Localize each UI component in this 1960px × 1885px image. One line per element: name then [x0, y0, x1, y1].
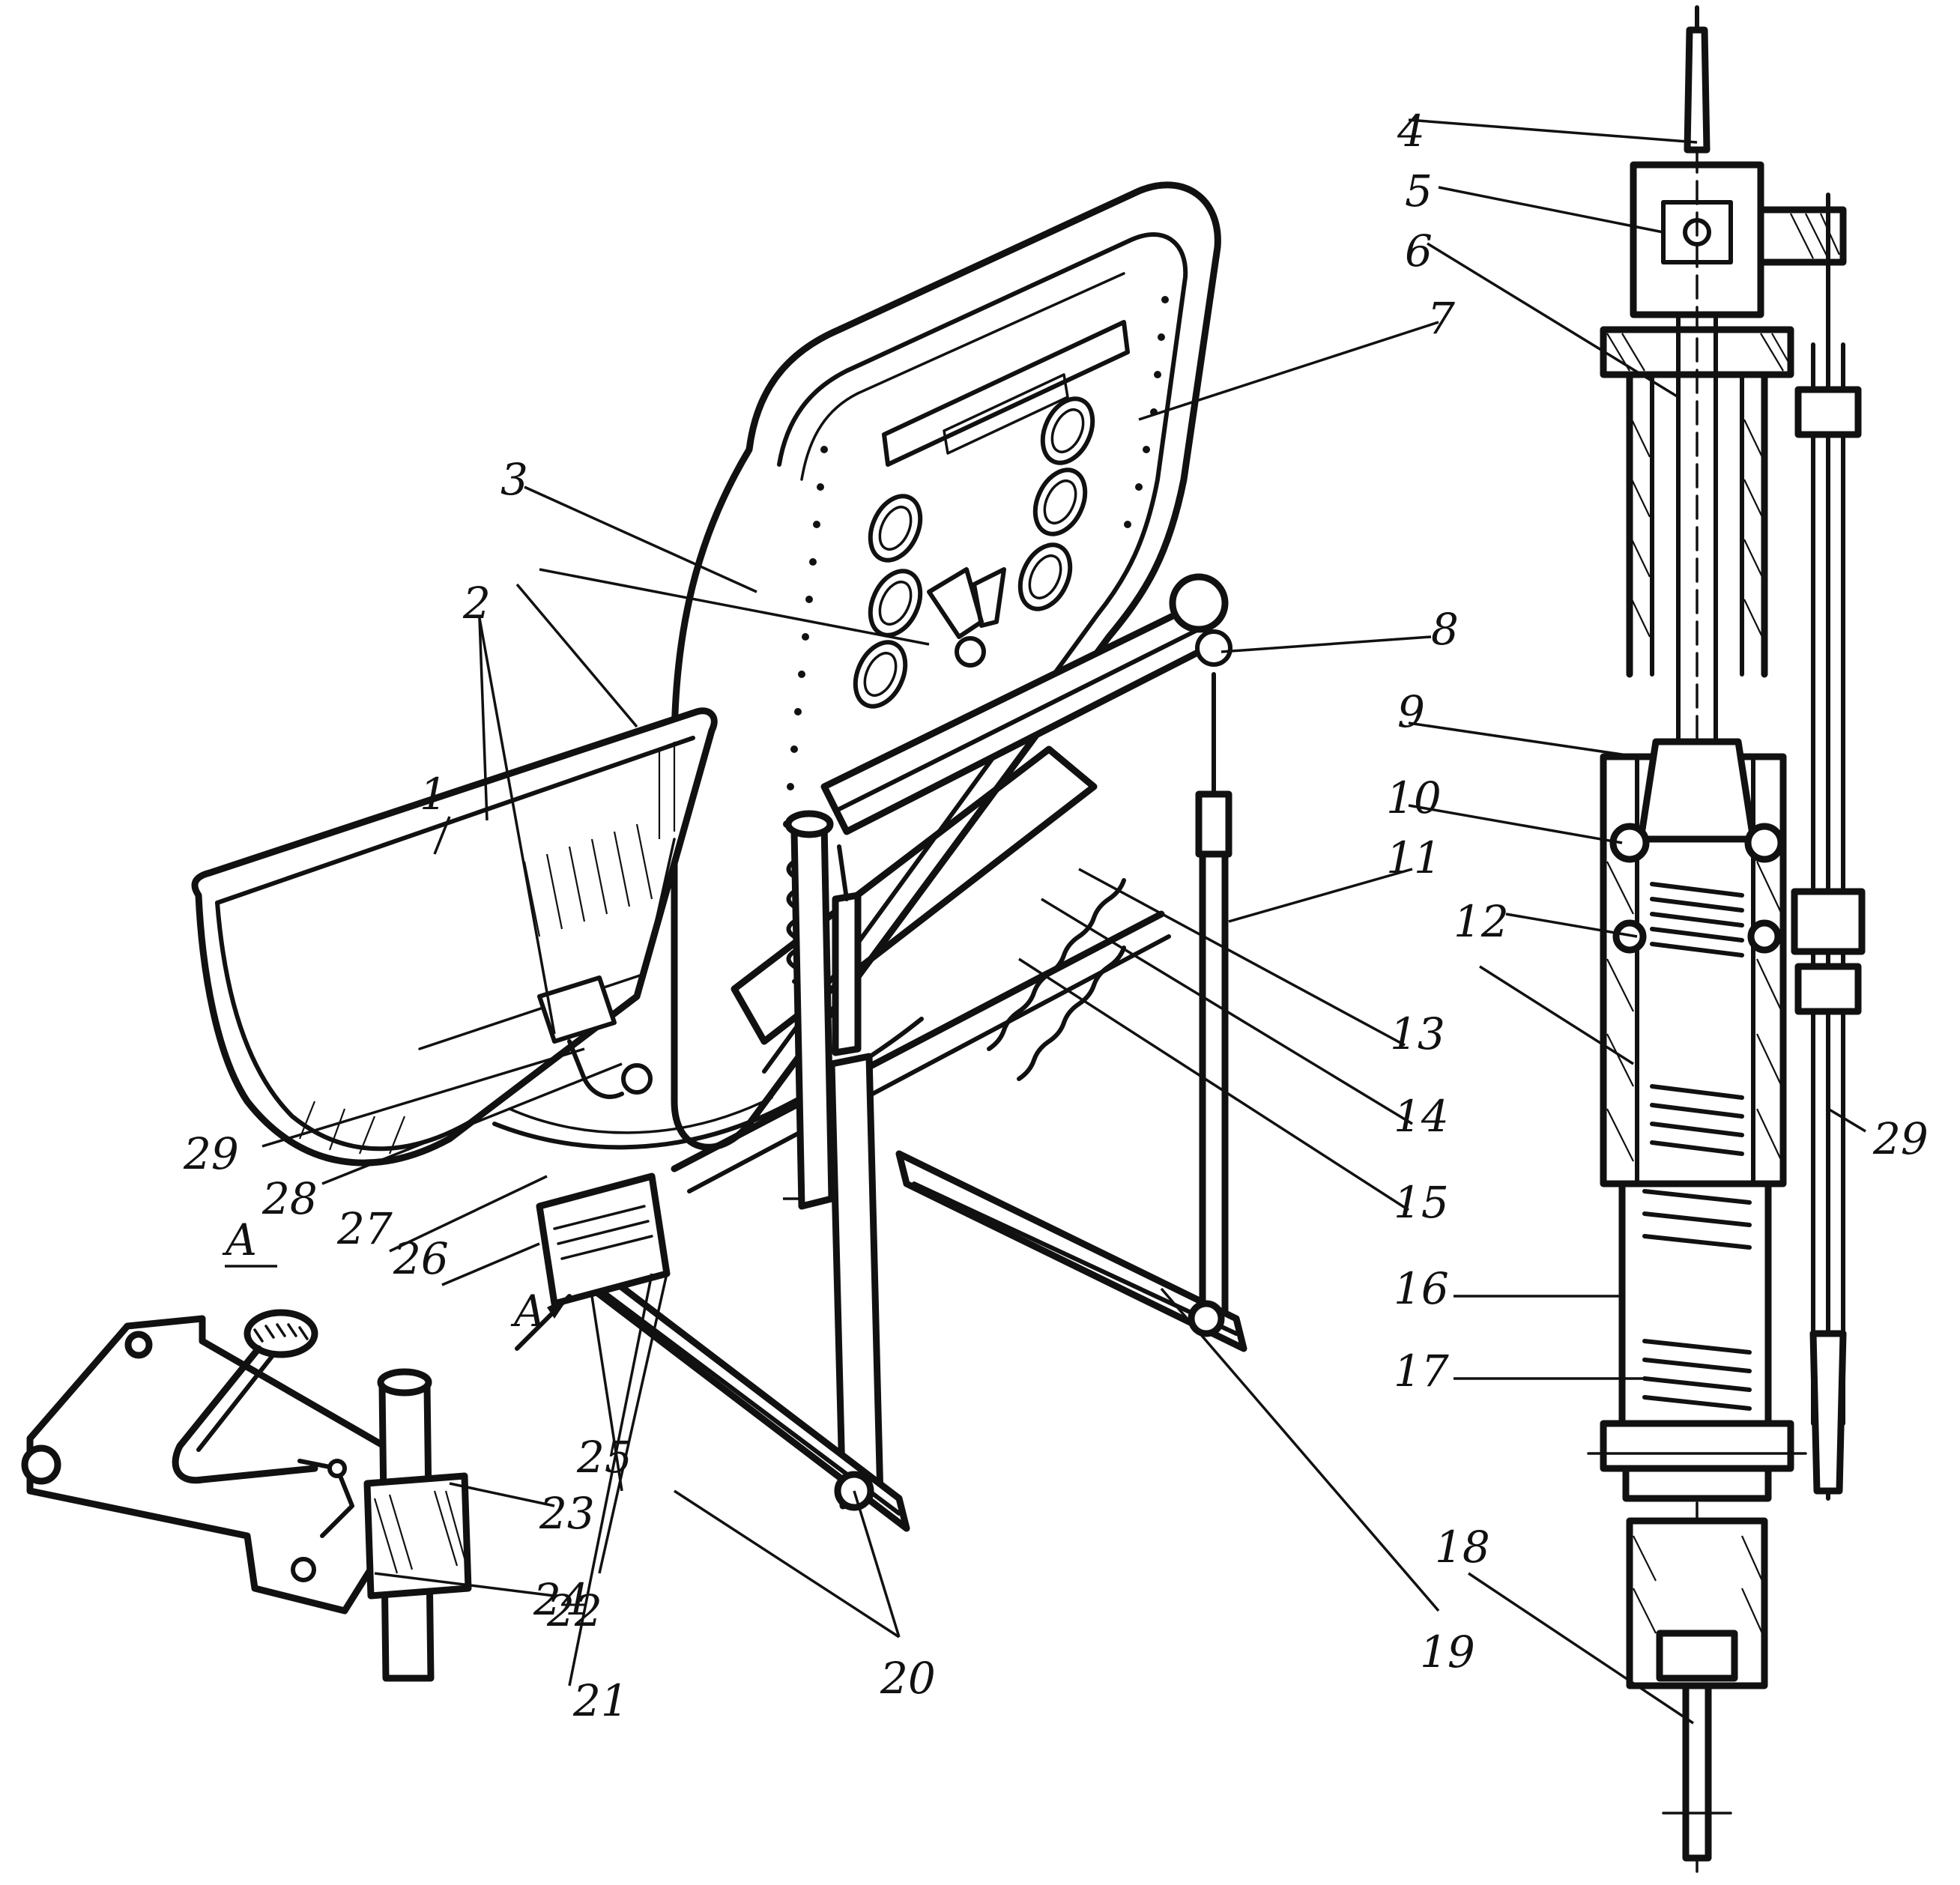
callout-20: 20 [880, 1653, 936, 1704]
callout-27: 27 [336, 1203, 393, 1254]
callout-18: 18 [1435, 1522, 1490, 1573]
view-arrow-label-a: А [510, 1286, 546, 1337]
seat-pan [191, 707, 718, 1167]
seat-assembly [191, 181, 1247, 1532]
callout-23: 23 [539, 1488, 595, 1539]
callout-21: 21 [572, 1675, 629, 1726]
callout-8: 8 [1431, 604, 1459, 655]
callout-10: 10 [1386, 772, 1442, 823]
callout-14: 14 [1394, 1091, 1449, 1142]
callout-7: 7 [1427, 293, 1455, 344]
leader-lines [225, 118, 1866, 1725]
callout-3: 3 [500, 454, 528, 505]
callout-9: 9 [1397, 686, 1425, 737]
callout-28: 28 [261, 1173, 318, 1224]
callout-2: 2 [462, 578, 491, 629]
view-label-a: А [222, 1214, 258, 1265]
callout-5: 5 [1405, 166, 1433, 217]
floor-rail-right [895, 1150, 1247, 1352]
callout-labels: 1 2 3 4 5 6 7 8 9 10 11 12 13 14 15 16 1… [183, 106, 1929, 1726]
callout-12: 12 [1454, 896, 1509, 947]
callout-29-left: 29 [183, 1128, 239, 1179]
callout-11: 11 [1386, 832, 1442, 883]
callout-16: 16 [1394, 1263, 1449, 1314]
callout-25: 25 [576, 1432, 632, 1483]
detail-view-a [21, 1309, 472, 1682]
callout-24: 24 [533, 1574, 589, 1625]
callout-1: 1 [420, 769, 447, 820]
callout-29-right: 29 [1872, 1113, 1929, 1164]
callout-13: 13 [1390, 1008, 1445, 1059]
callout-17: 17 [1394, 1346, 1449, 1397]
callout-6: 6 [1405, 226, 1433, 276]
cross-section-strut [1587, 5, 1866, 1875]
callout-4: 4 [1397, 106, 1425, 157]
callout-15: 15 [1394, 1177, 1449, 1228]
callout-26: 26 [393, 1233, 449, 1284]
callout-19: 19 [1420, 1627, 1475, 1677]
callout-22: 22 [546, 1585, 602, 1636]
